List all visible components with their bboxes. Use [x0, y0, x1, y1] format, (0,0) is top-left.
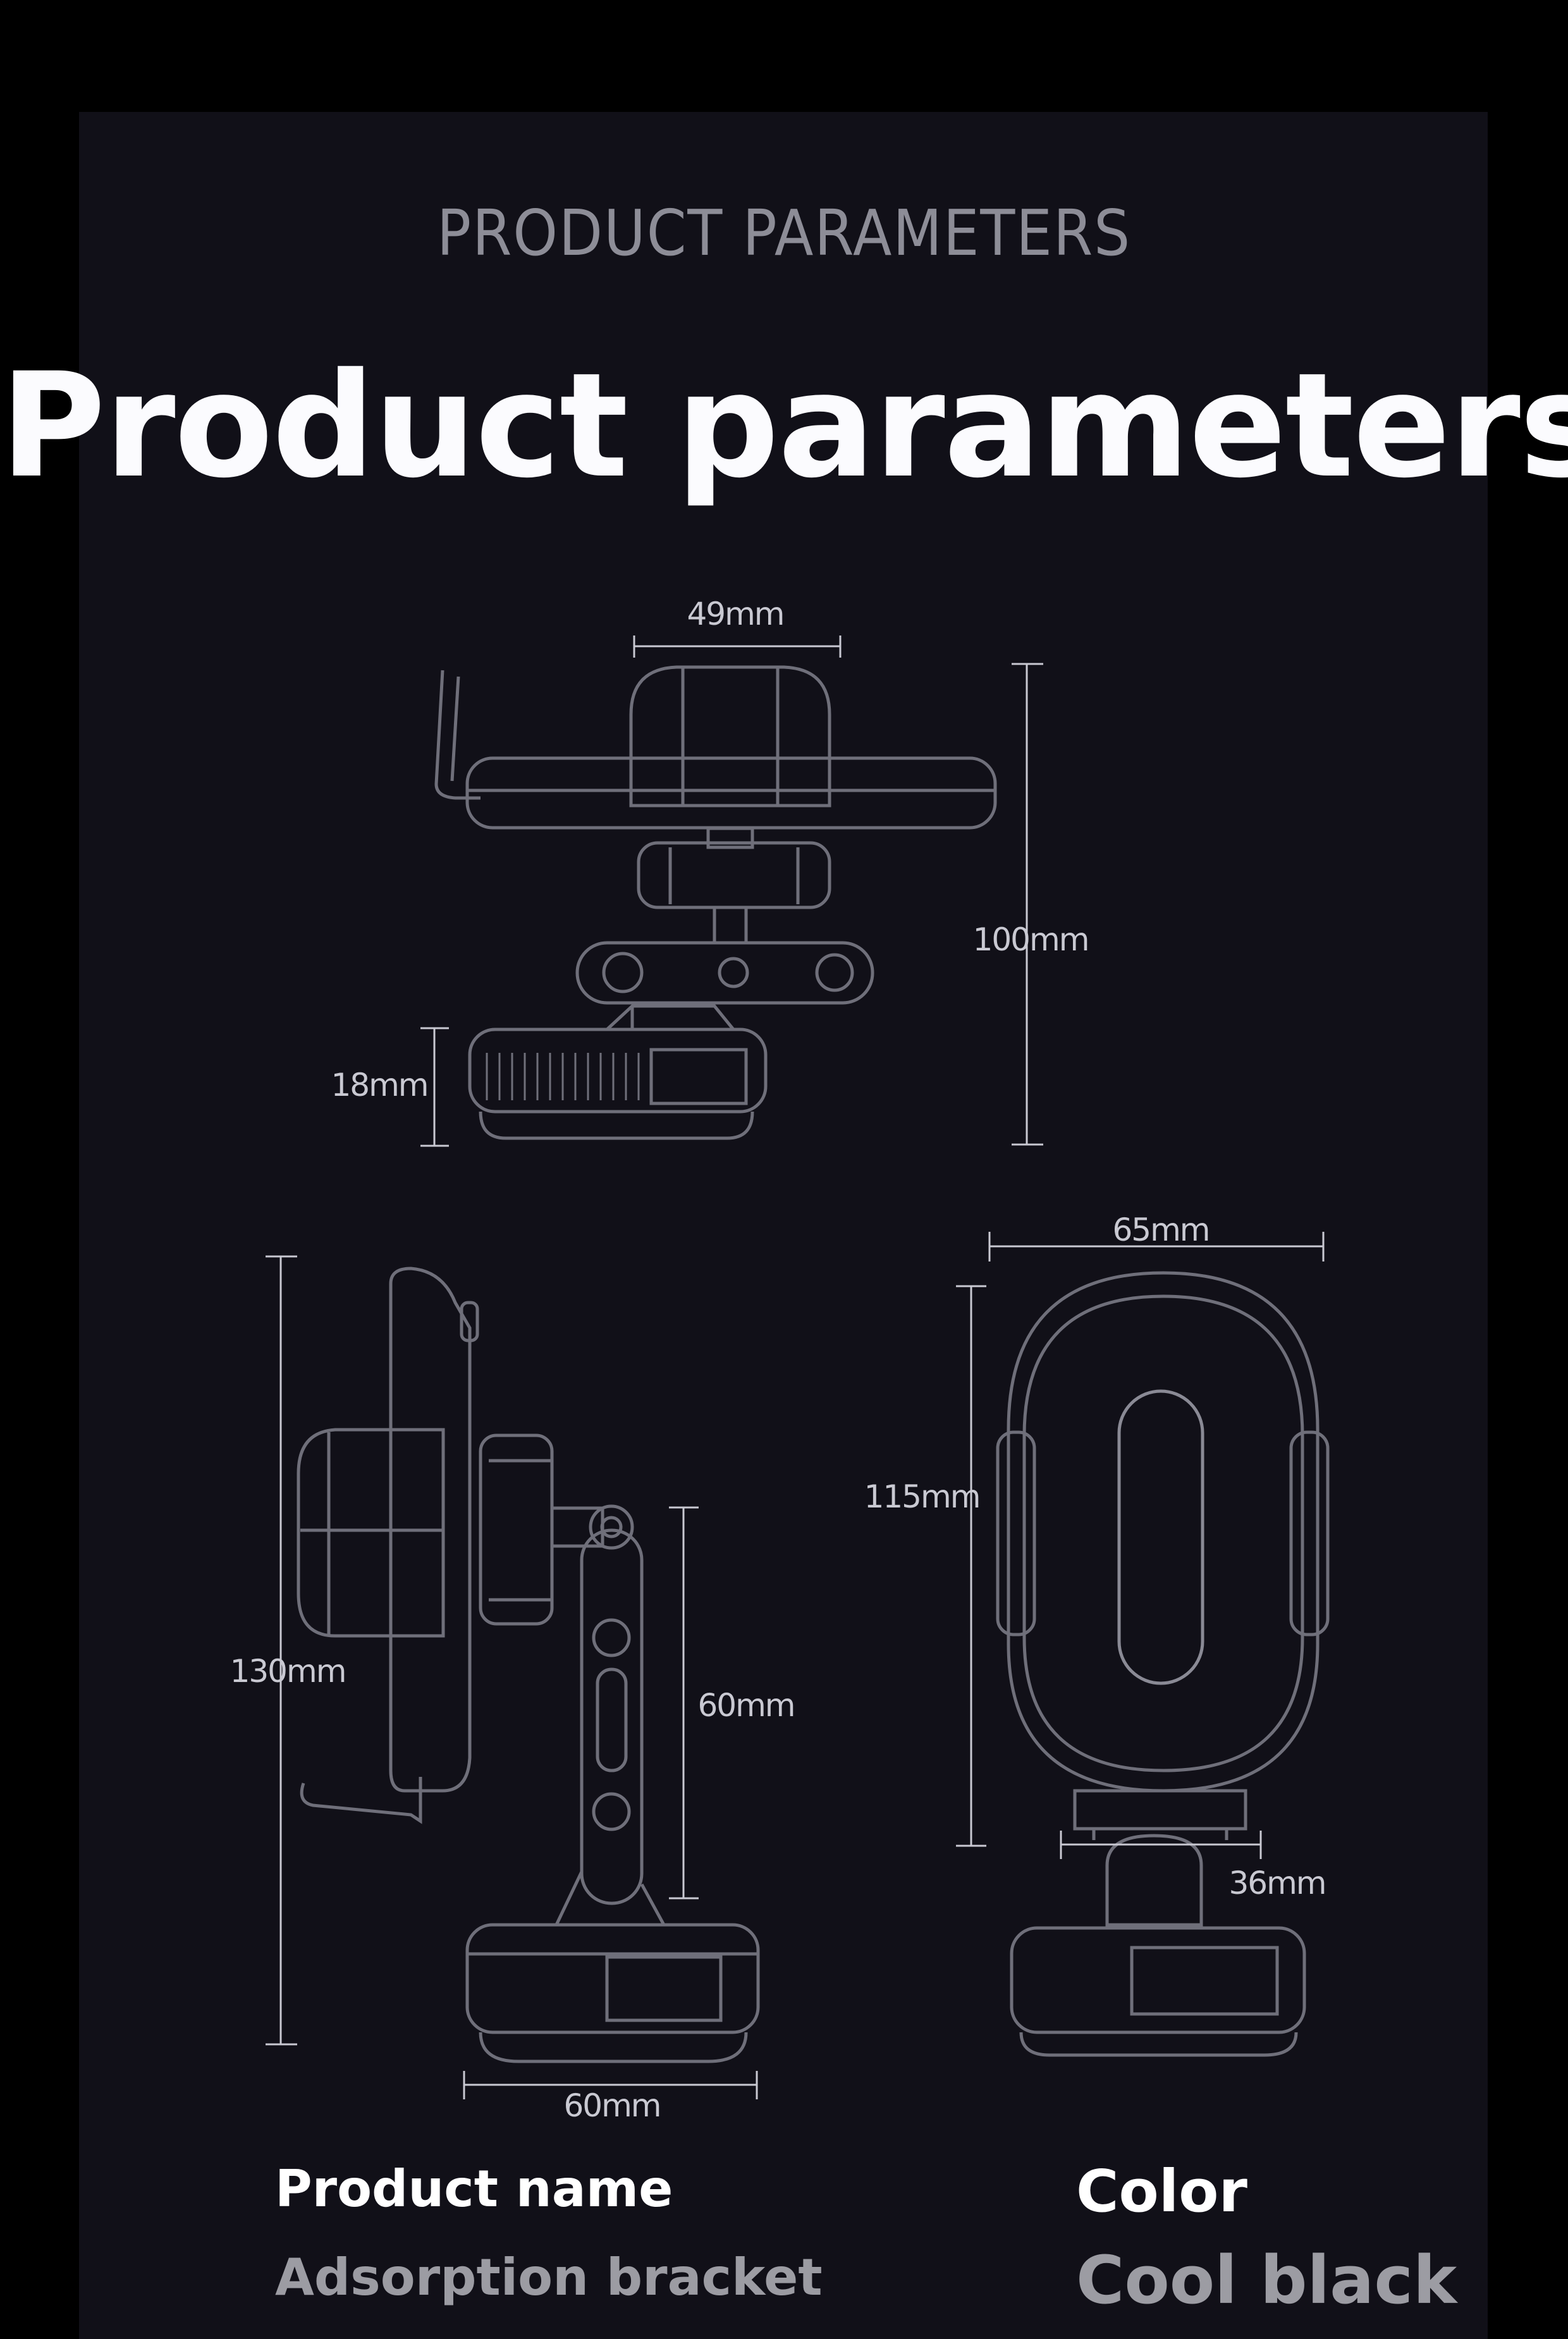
dim-label-60mm-arm: 60mm [697, 1687, 794, 1724]
color-label: Color [1076, 2158, 1247, 2225]
dimension-lines: 49mm 100mm 18mm 130mm 60mm 60mm 65mm 115… [230, 596, 1327, 2124]
top-view-drawing [434, 665, 997, 1140]
product-name-value: Adsorption bracket [275, 2248, 823, 2307]
section-subtitle: PRODUCT PARAMETERS [436, 196, 1132, 270]
side-view-drawing [297, 1267, 760, 2063]
dim-label-60mm-base: 60mm [563, 2087, 660, 2124]
dim-label-65mm: 65mm [1112, 1212, 1209, 1248]
dim-label-18mm: 18mm [331, 1067, 427, 1103]
dim-label-115mm: 115mm [864, 1478, 980, 1515]
content-panel [79, 112, 1488, 2339]
color-value: Cool black [1076, 2242, 1457, 2319]
product-name-label: Product name [275, 2159, 673, 2218]
page-title: Product parameters [0, 341, 1568, 510]
dim-label-36mm: 36mm [1228, 1865, 1325, 1901]
dim-label-130mm: 130mm [230, 1653, 346, 1690]
dim-label-100mm: 100mm [973, 921, 1089, 958]
front-view-drawing [996, 1271, 1330, 2057]
dim-label-49mm: 49mm [687, 596, 783, 632]
